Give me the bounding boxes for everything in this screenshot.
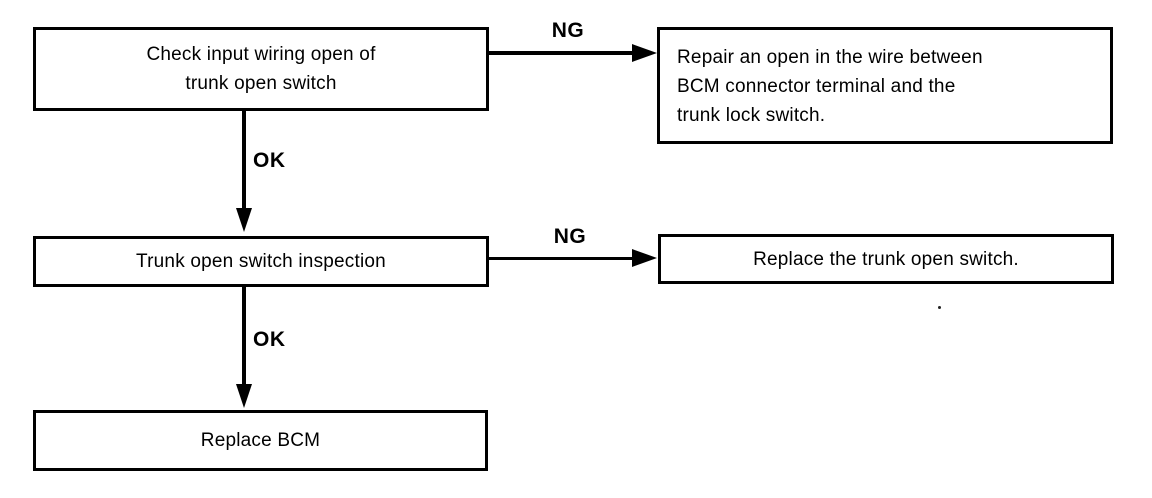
arrow-line [489, 257, 635, 260]
arrowhead-down-icon [236, 208, 252, 232]
arrowhead-right-icon [632, 44, 657, 62]
arrowhead-down-icon [236, 384, 252, 408]
arrow-line [242, 110, 246, 210]
flow-node-trunk-switch-inspection: Trunk open switch inspection [33, 236, 489, 287]
arrow-line [242, 287, 246, 386]
arrow-line [488, 51, 634, 55]
scan-artifact-dot [938, 306, 941, 309]
edge-label-ok-1: OK [253, 149, 286, 172]
flow-node-check-input-wiring: Check input wiring open of trunk open sw… [33, 27, 489, 111]
flow-node-replace-bcm: Replace BCM [33, 410, 488, 471]
edge-label-ng-2: NG [553, 225, 587, 248]
edge-label-ng-1: NG [551, 19, 585, 42]
flow-node-replace-trunk-open-switch: Replace the trunk open switch. [658, 234, 1114, 284]
arrowhead-right-icon [632, 249, 657, 267]
flow-node-repair-open-wire: Repair an open in the wire between BCM c… [657, 27, 1113, 144]
edge-label-ok-2: OK [253, 328, 286, 351]
